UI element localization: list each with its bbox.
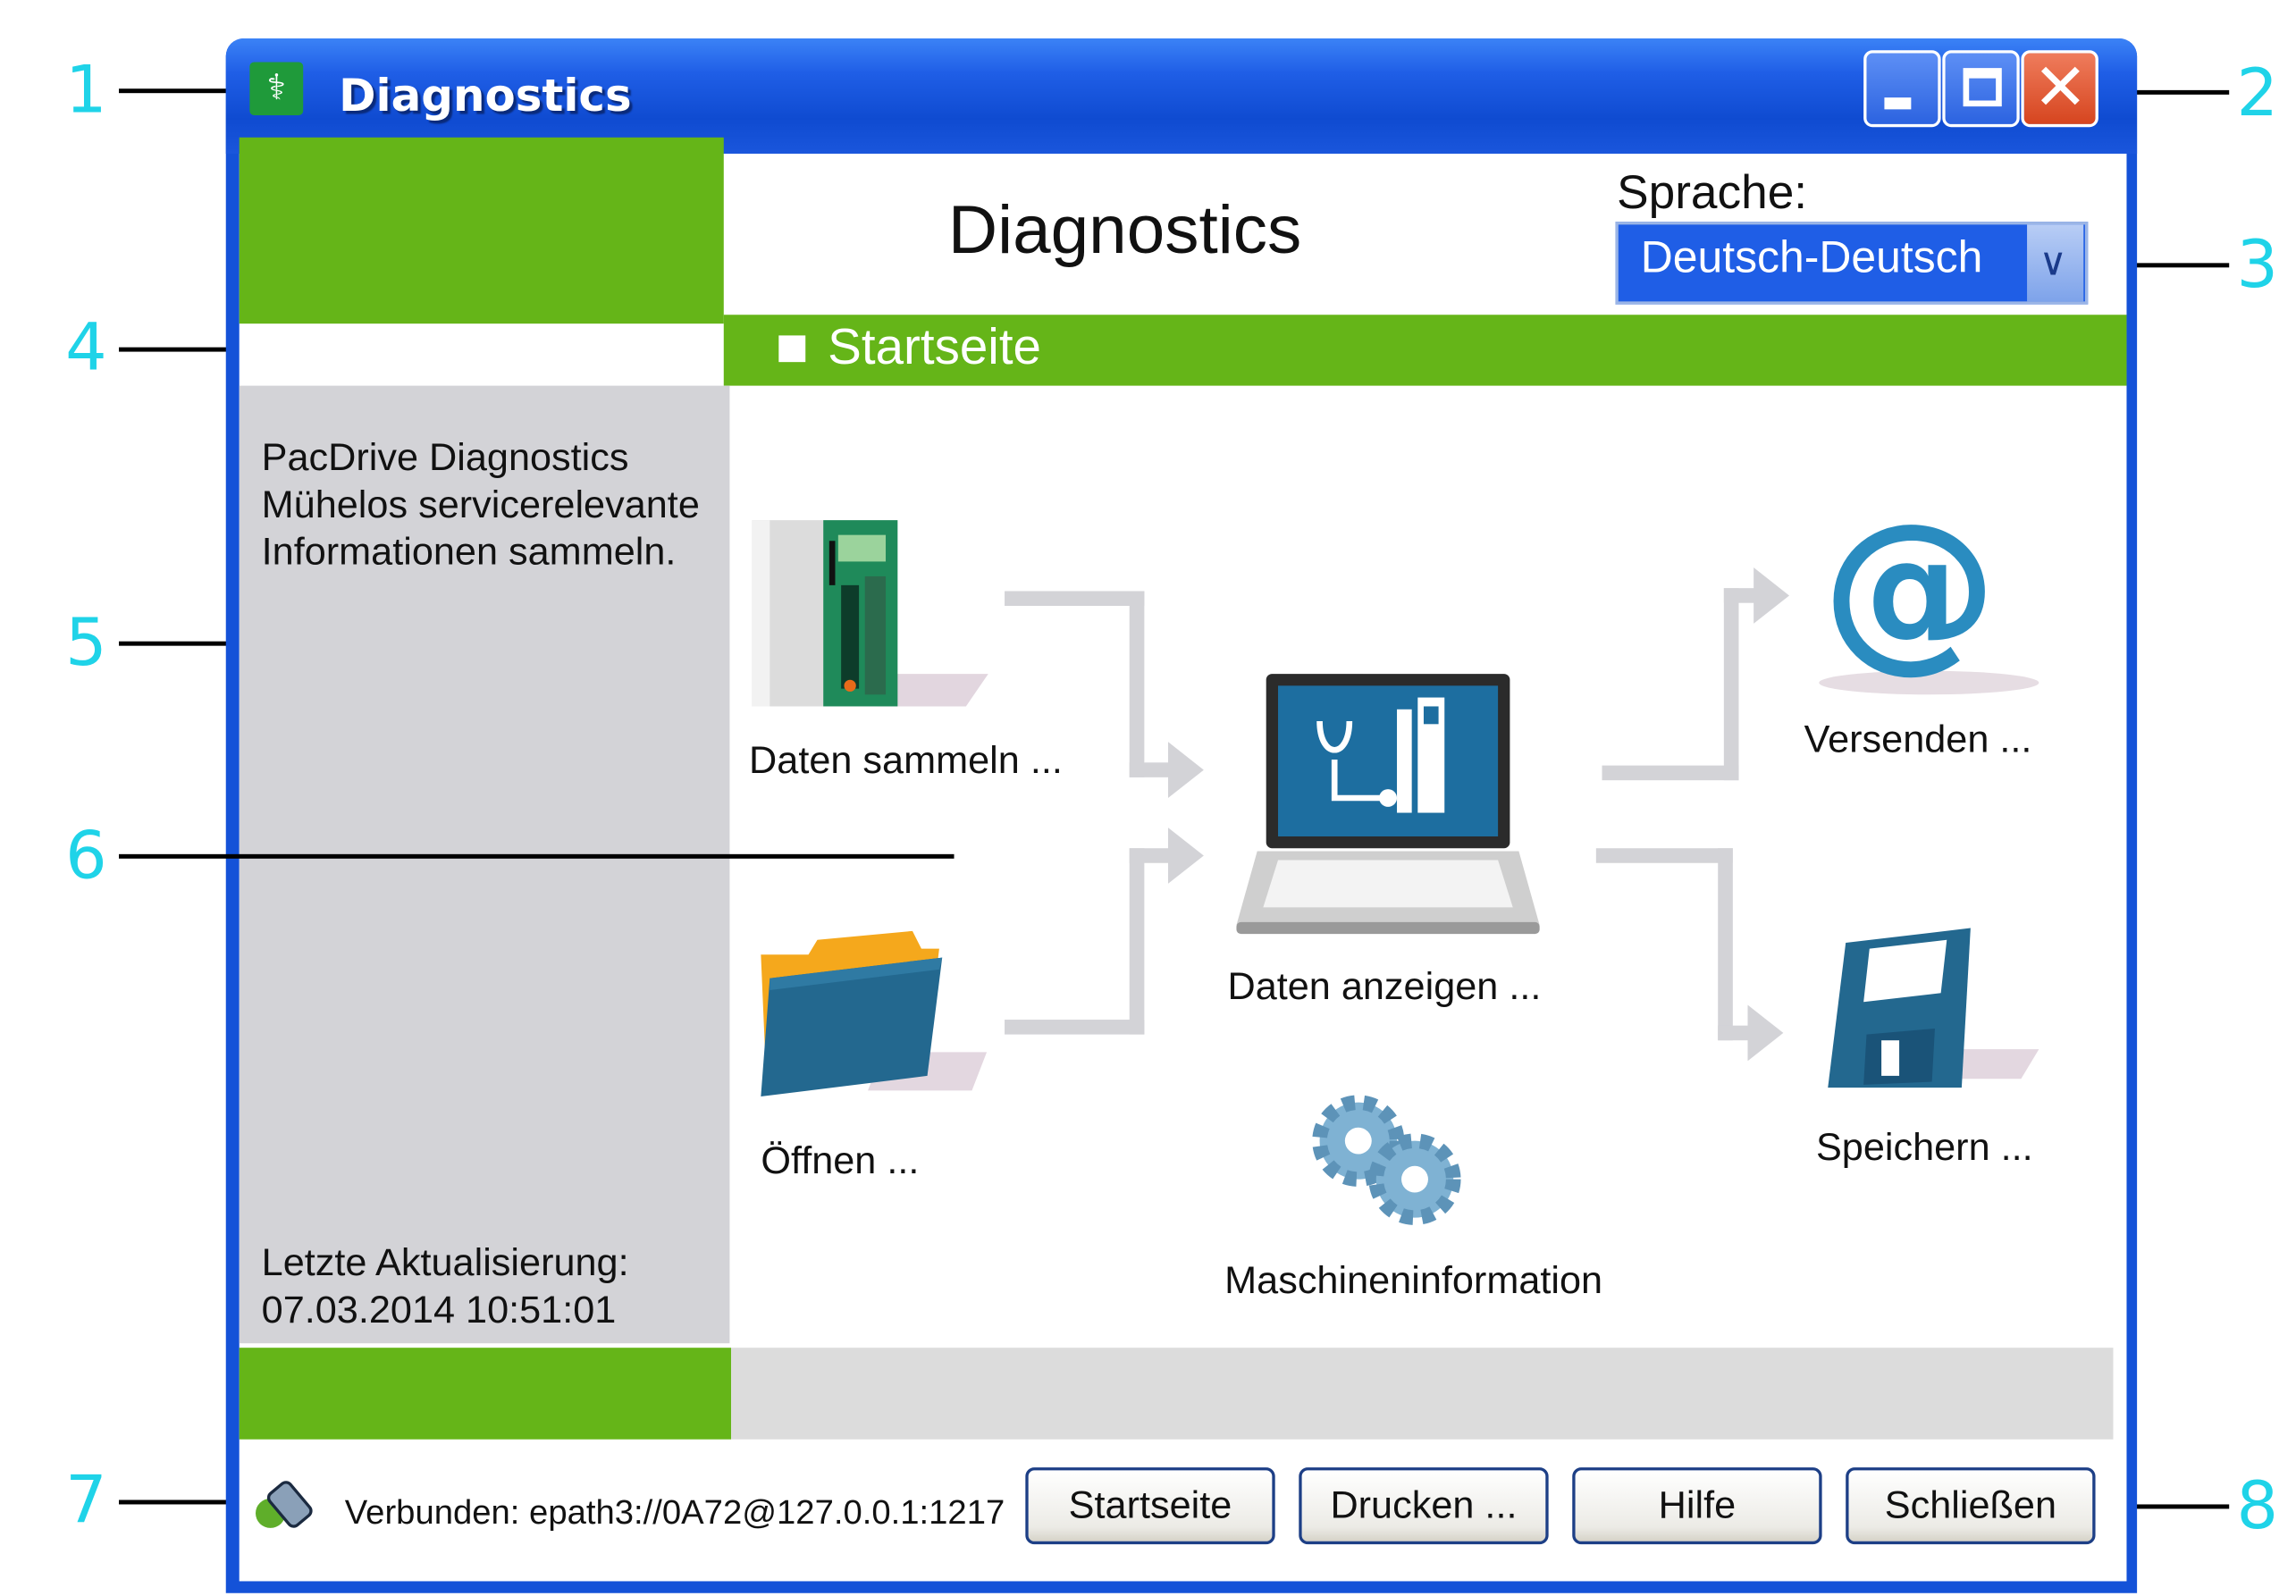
page-title: Diagnostics (947, 190, 1302, 268)
send-button[interactable]: @ (1801, 486, 2054, 703)
callout-6: 6 (65, 819, 107, 895)
save-label[interactable]: Speichern ... (1815, 1124, 2033, 1170)
email-at-icon: @ (1819, 486, 2039, 695)
callout-6-line (119, 853, 955, 859)
svg-text:@: @ (1822, 502, 1997, 689)
print-button[interactable]: Drucken ... (1299, 1467, 1549, 1545)
flow-arrow-head-icon (1167, 742, 1204, 798)
sidebar-line-2: Mühelos servicerelevante (261, 482, 700, 526)
machine-info-label[interactable]: Maschineninformation (1224, 1257, 1603, 1302)
stethoscope-app-icon[interactable]: ⚕ (249, 62, 304, 115)
chevron-down-icon: ∨ (2039, 239, 2068, 284)
close-window-button[interactable]: ✕ (2021, 50, 2098, 128)
flow-arrow-head-icon (1754, 567, 1790, 624)
callout-1-line (119, 88, 273, 94)
connection-status-icon (249, 1472, 321, 1533)
footer-gray-bar (731, 1348, 2114, 1440)
callout-8: 8 (2236, 1468, 2279, 1545)
language-dropdown-button[interactable]: ∨ (2027, 224, 2084, 302)
flow-arrow-segment (1005, 591, 1145, 607)
machine-info-button[interactable] (1299, 1088, 1477, 1230)
flow-arrow-head-icon (1167, 827, 1204, 884)
close-icon: ✕ (2032, 50, 2089, 126)
drive-controller-icon (752, 520, 988, 707)
flow-arrow-segment (1005, 1020, 1145, 1035)
close-button[interactable]: Schließen (1846, 1467, 2096, 1545)
open-label[interactable]: Öffnen ... (761, 1138, 920, 1182)
language-label: Sprache: (1617, 165, 1808, 219)
show-data-label[interactable]: Daten anzeigen ... (1227, 963, 1542, 1008)
window-title: Diagnostics (339, 71, 632, 123)
connection-status-text: Verbunden: epath3://0A72@127.0.0.1:1217 (344, 1492, 1005, 1532)
collect-data-button[interactable] (743, 511, 996, 718)
footer-green-bar (239, 1348, 732, 1440)
callout-2: 2 (2236, 55, 2279, 132)
flow-arrow-segment (1129, 591, 1145, 777)
sidebar-line-1: PacDrive Diagnostics (261, 434, 629, 479)
callout-7: 7 (65, 1463, 107, 1539)
language-select[interactable] (1615, 222, 2089, 305)
laptop-stethoscope-icon (1236, 674, 1540, 935)
last-update-label: Letzte Aktualisierung: (261, 1239, 629, 1285)
sidebar-line-3: Informationen sammeln. (261, 529, 677, 574)
breadcrumb-current[interactable]: Startseite (828, 319, 1041, 376)
folder-icon (761, 930, 988, 1097)
flow-arrow-segment (1595, 848, 1733, 863)
help-button[interactable]: Hilfe (1572, 1467, 1822, 1545)
show-data-button[interactable] (1233, 671, 1543, 937)
flow-arrow-segment (1723, 588, 1739, 781)
title-bar[interactable] (225, 38, 2138, 154)
collect-data-label[interactable]: Daten sammeln ... (749, 737, 1063, 782)
flow-arrow-segment (1129, 848, 1174, 863)
flow-arrow-segment (1129, 762, 1174, 777)
gears-icon (1312, 1095, 1461, 1225)
flow-arrow-segment (1129, 848, 1145, 1035)
callout-5: 5 (65, 606, 107, 682)
flow-arrow-segment (1602, 765, 1739, 781)
breadcrumb-bullet-icon (778, 335, 806, 363)
minimize-button[interactable] (1863, 50, 1941, 128)
flow-arrow-segment (1718, 1025, 1754, 1041)
callout-8-line (2062, 1504, 2230, 1509)
callout-3: 3 (2236, 227, 2279, 304)
callout-4: 4 (65, 310, 107, 386)
floppy-disk-icon (1828, 928, 2039, 1088)
flow-arrow-segment (1718, 848, 1733, 1041)
send-label[interactable]: Versenden ... (1804, 717, 2032, 761)
minimize-icon (1884, 97, 1912, 110)
maximize-icon (1963, 68, 2002, 107)
last-update-value: 07.03.2014 10:51:01 (261, 1287, 617, 1331)
flow-arrow-head-icon (1747, 1004, 1784, 1062)
maximize-button[interactable] (1942, 50, 2020, 128)
language-selected-value[interactable]: Deutsch-Deutsch (1640, 233, 1983, 282)
info-sidebar (239, 385, 730, 1344)
home-button[interactable]: Startseite (1025, 1467, 1275, 1545)
breadcrumb (723, 315, 2127, 386)
save-button[interactable] (1816, 922, 2054, 1099)
callout-7-line (119, 1499, 295, 1505)
callout-1: 1 (65, 53, 107, 129)
open-button[interactable] (749, 920, 1002, 1109)
header-green-block (239, 137, 724, 324)
flow-arrow-segment (1723, 588, 1760, 603)
